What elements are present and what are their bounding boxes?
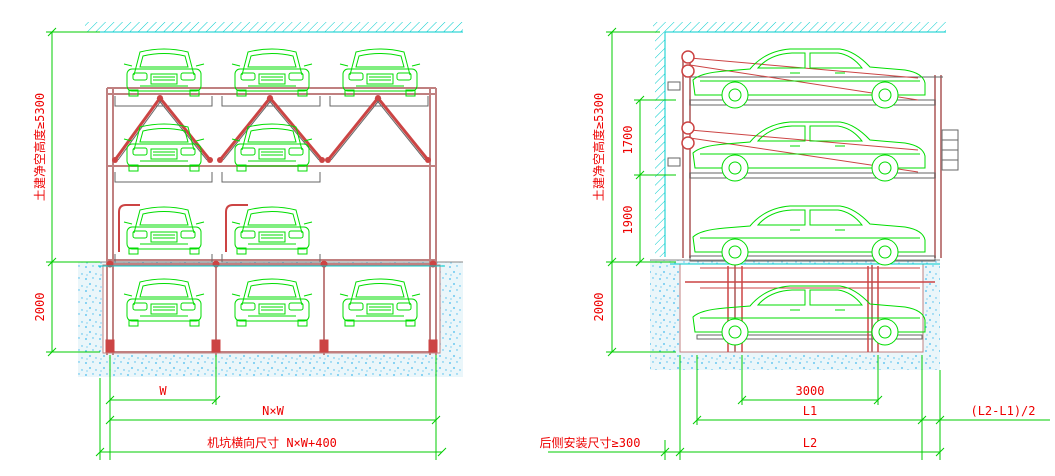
front-view: 土建净空高度≥5300 2000 W N×W 机坑横向尺寸 N×W+400 xyxy=(32,22,463,460)
front-pit-width-label: 机坑横向尺寸 N×W+400 xyxy=(207,435,337,450)
front-height-dimension xyxy=(46,27,100,357)
side-l2-label: L2 xyxy=(803,436,817,450)
side-wall-hatch xyxy=(655,32,665,257)
front-pit-depth-label: 2000 xyxy=(33,293,47,322)
side-level1-height-label: 1700 xyxy=(621,126,635,155)
front-width-dimensions xyxy=(95,355,447,460)
front-total-width-label: N×W xyxy=(262,404,284,418)
side-rear-clearance-label: 后侧安装尺寸≥300 xyxy=(540,435,641,450)
side-view: 土建净空高度≥5300 1700 1900 2000 3000 L1 (L2-L… xyxy=(540,22,1050,460)
side-pit-depth-label: 2000 xyxy=(592,293,606,322)
side-l1-label: L1 xyxy=(803,404,817,418)
ceiling-hatch xyxy=(85,22,463,32)
front-truss xyxy=(113,97,430,161)
side-offset-label: (L2-L1)/2 xyxy=(970,404,1035,418)
side-length-dimensions xyxy=(548,355,1050,460)
front-clear-height-label: 土建净空高度≥5300 xyxy=(32,93,47,201)
side-height-dimensions xyxy=(606,27,676,357)
side-car-length-label: 3000 xyxy=(796,384,825,398)
side-clear-height-label: 土建净空高度≥5300 xyxy=(591,93,606,201)
front-unit-width-label: W xyxy=(159,384,167,398)
front-pit xyxy=(102,264,441,354)
side-platforms xyxy=(685,76,943,340)
side-level2-height-label: 1900 xyxy=(621,206,635,235)
side-ceiling-hatch xyxy=(653,22,946,32)
